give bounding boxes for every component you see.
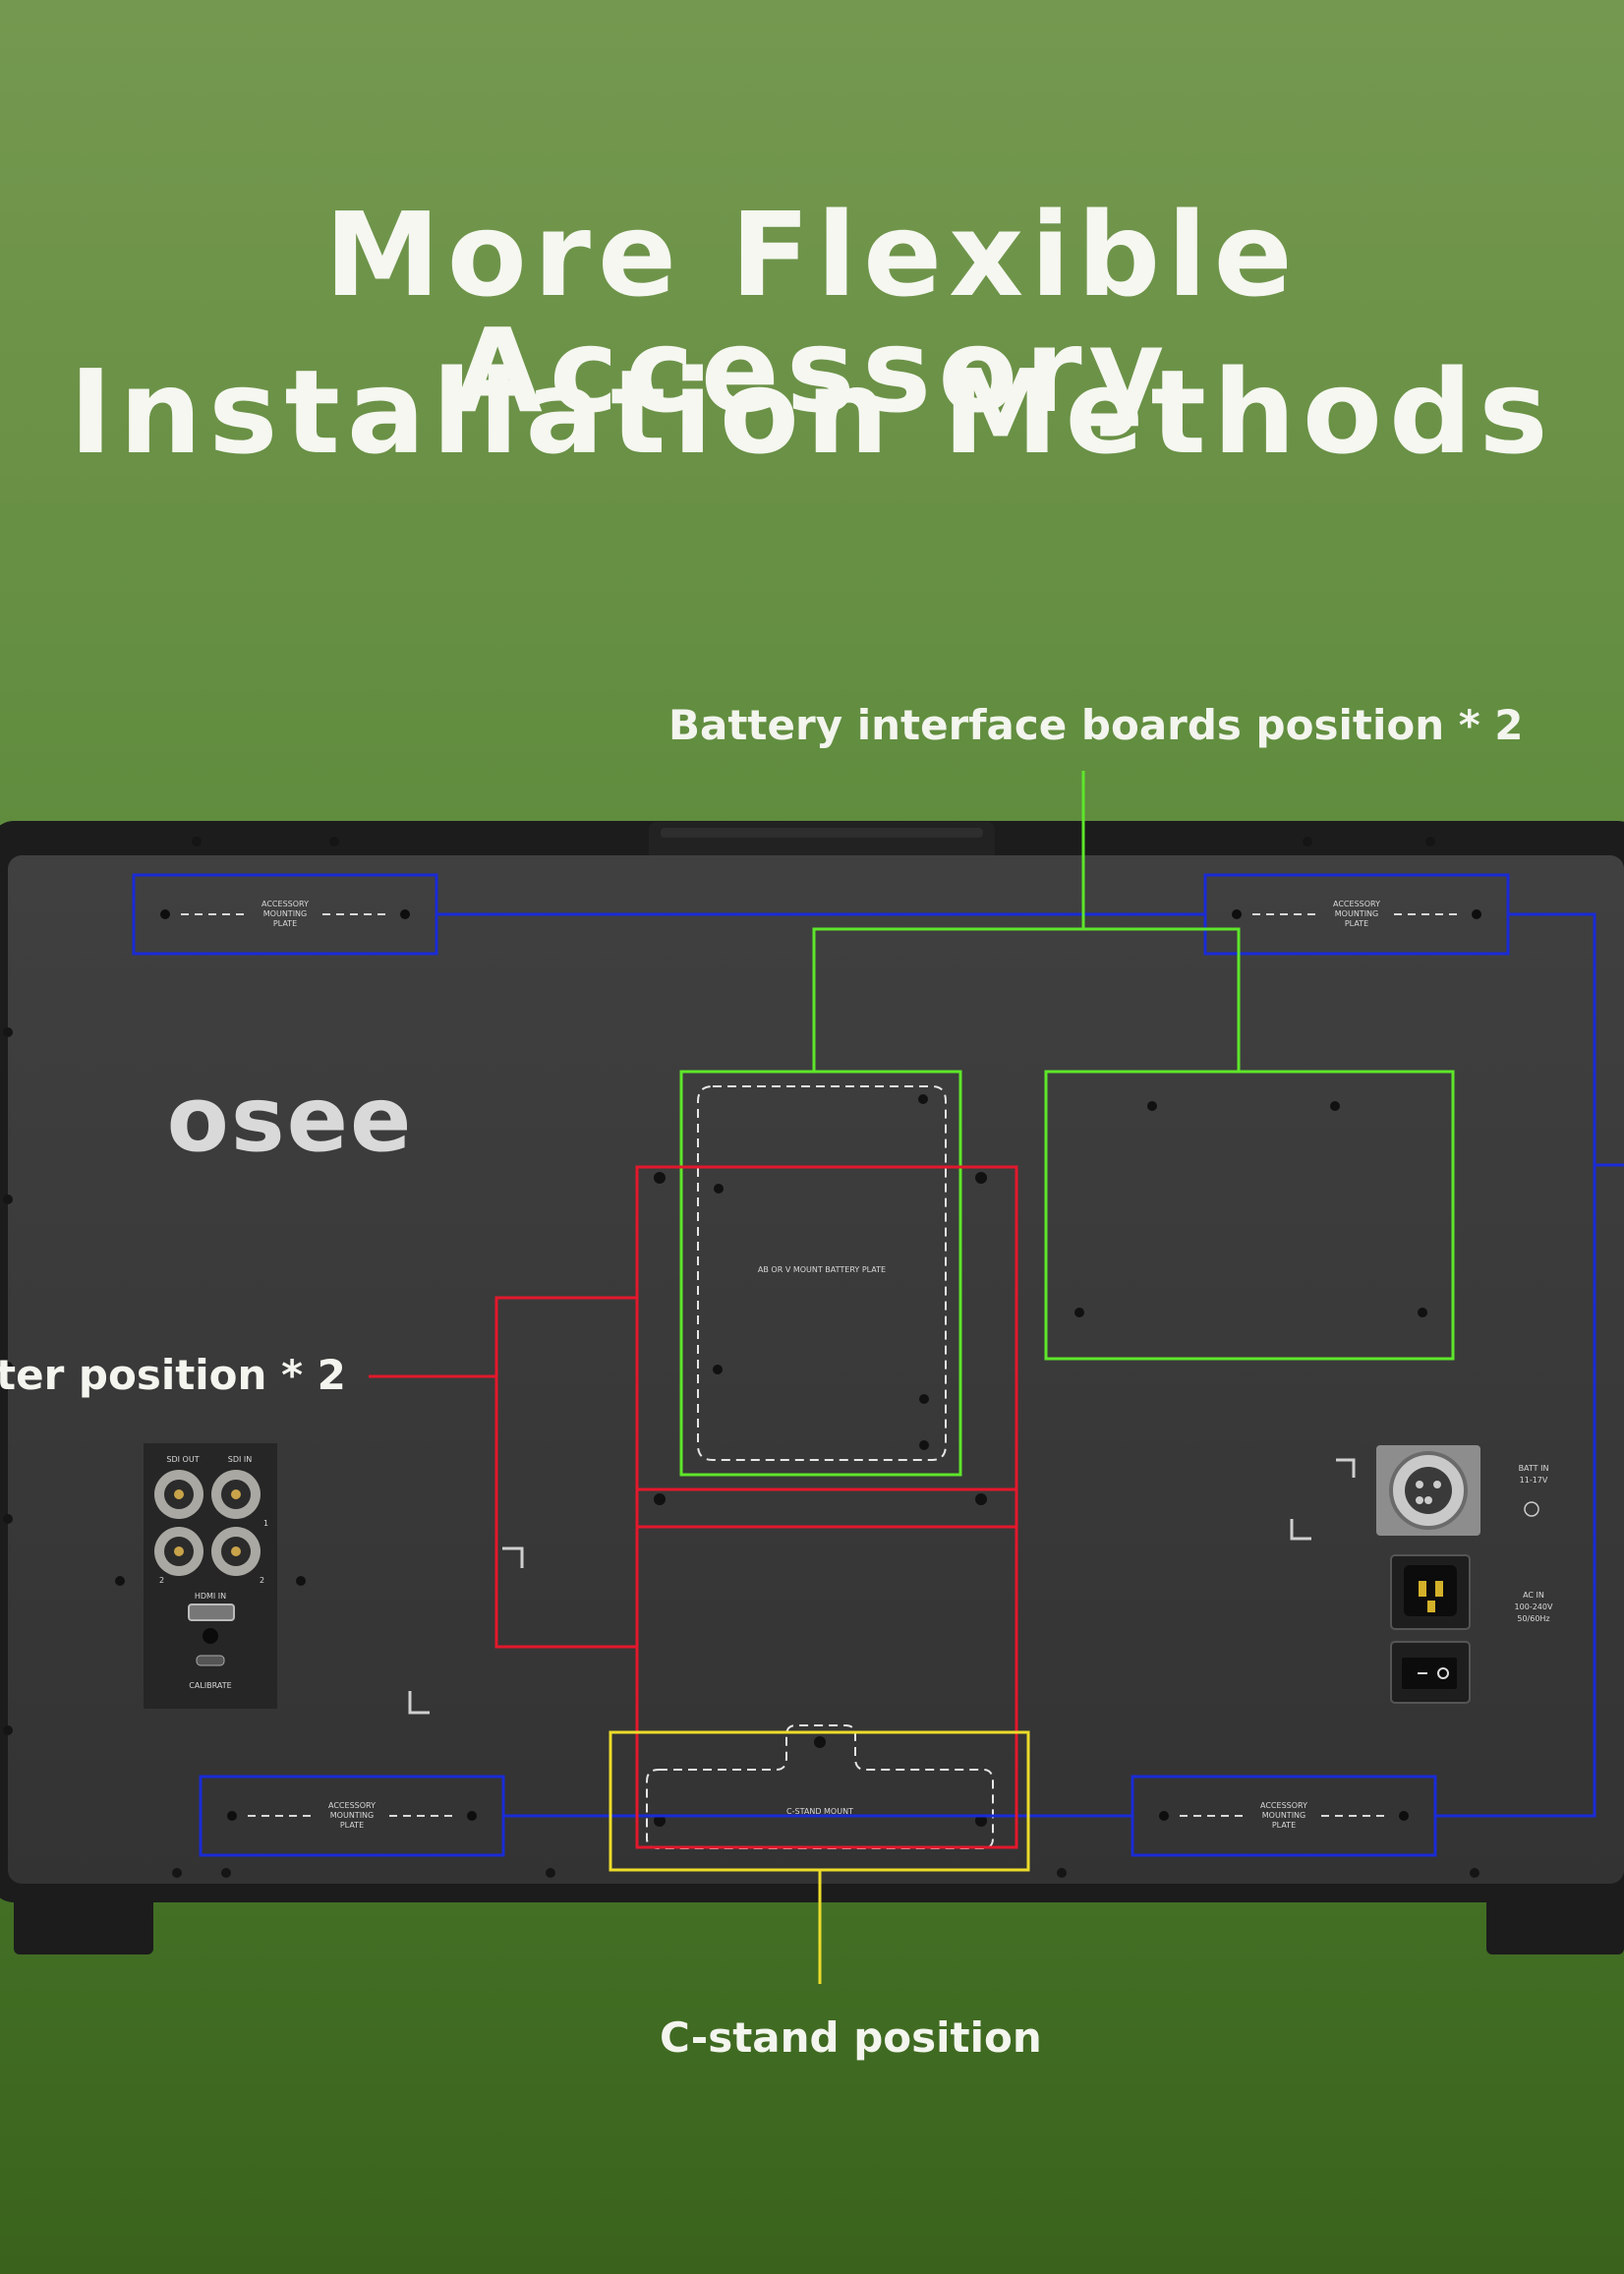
mounting-holes [654,1094,1427,1827]
headline-line-2: Installation Methods [69,344,1555,480]
calibrate-hole[interactable] [203,1628,218,1644]
sdi-out-label: SDI OUT [166,1455,199,1464]
ac-voltage-label: 100-240V [1515,1603,1553,1611]
hdmi-in-label: HDMI IN [195,1592,226,1601]
plate-screw-hole [160,909,170,919]
plate-label-line: MOUNTING [1262,1811,1305,1820]
port-number-2a: 2 [159,1576,164,1585]
frame-screws [3,837,1479,1878]
plate-label-line: MOUNTING [263,909,307,918]
back-panel [8,855,1624,1884]
batt-in-label: BATT IN [1519,1464,1549,1473]
plate-label-line: ACCESSORY [1260,1801,1307,1810]
plate-screw-hole [1159,1811,1169,1821]
plate-screw-hole [227,1811,237,1821]
sdi-connectors[interactable] [154,1470,261,1576]
plate-label-line: ACCESSORY [261,900,309,908]
accessory-plate-markings: ACCESSORYMOUNTINGPLATEACCESSORYMOUNTINGP… [160,900,1481,1830]
plate-label-line: ACCESSORY [1333,900,1380,908]
plate-label-line: PLATE [273,919,297,928]
adapter-position-highlight [369,1165,1018,1849]
plate-label-line: PLATE [1345,919,1368,928]
plate-screw-hole [1472,909,1481,919]
battery-plate-outline [697,1085,947,1461]
battery-polarity-icon [1524,1501,1539,1517]
plate-screw-hole [467,1811,477,1821]
battery-plate-label: AB OR V MOUNT BATTERY PLATE [758,1265,886,1274]
headline-line-1: More Flexible Accessory [324,187,1300,438]
plate-label-line: MOUNTING [1335,909,1378,918]
battery-interface-callout: Battery interface boards position * 2 [668,701,1524,749]
battery-interface-highlight [679,771,1455,1477]
plate-label-line: ACCESSORY [328,1801,376,1810]
power-panel: BATT IN 11-17V AC IN 100-240V 50/60Hz [1376,1445,1553,1704]
osee-logo: osee [167,1067,414,1172]
ac-inlet[interactable] [1404,1565,1457,1616]
port-number-2b: 2 [260,1576,264,1585]
plate-label-line: PLATE [340,1821,364,1830]
calibrate-label: CALIBRATE [189,1681,231,1690]
ac-frequency-label: 50/60Hz [1517,1614,1549,1623]
adapter-position-callout: ter position * 2 [0,1351,346,1399]
plate-label-line: MOUNTING [330,1811,374,1820]
cstand-mount-label: C-STAND MOUNT [786,1807,853,1816]
cstand-position-callout: C-stand position [660,2013,1042,2062]
hdmi-port[interactable] [188,1603,235,1621]
plate-screw-hole [1232,909,1242,919]
corner-marks [408,1458,1356,1715]
accessory-plates-highlight [132,873,1624,1857]
ac-in-label: AC IN [1523,1591,1544,1600]
usb-c-port[interactable] [196,1655,225,1666]
power-switch[interactable] [1402,1658,1457,1689]
batt-voltage-label: 11-17V [1520,1476,1548,1485]
io-panel: SDI OUT SDI IN 1 2 2 HDMI IN CALIBRATE [115,1443,306,1709]
plate-screw-hole [1399,1811,1409,1821]
port-number-1: 1 [263,1519,268,1528]
plate-screw-hole [400,909,410,919]
cstand-position-highlight [609,1730,1030,1984]
plate-label-line: PLATE [1272,1821,1296,1830]
sdi-in-label: SDI IN [228,1455,253,1464]
